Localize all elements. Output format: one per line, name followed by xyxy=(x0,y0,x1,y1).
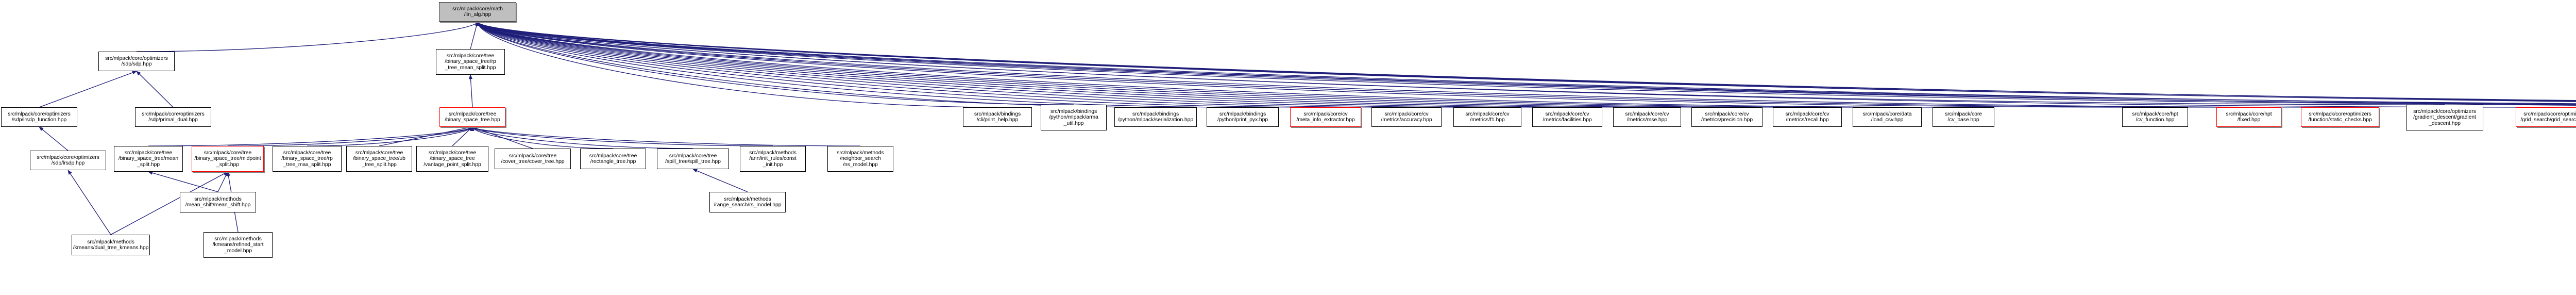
graph-node[interactable]: src/mlpack/core/cv /metrics/facilities.h… xyxy=(1532,107,1602,127)
graph-edge xyxy=(476,21,1727,108)
graph-node[interactable]: src/mlpack/core/cv /metrics/precision.hp… xyxy=(1691,107,1762,127)
graph-edge xyxy=(476,21,2555,108)
graph-node[interactable]: src/mlpack/core/hpt /fixed.hpp xyxy=(2216,107,2281,127)
graph-node[interactable]: src/mlpack/core/hpt /cv_function.hpp xyxy=(2122,107,2188,127)
graph-edge xyxy=(476,21,998,108)
graph-edge xyxy=(470,21,479,50)
graph-edge xyxy=(476,21,1488,108)
graph-node[interactable]: src/mlpack/methods /mean_shift/mean_shif… xyxy=(180,192,256,212)
graph-node[interactable]: src/mlpack/core/tree /binary_space_tree.… xyxy=(439,107,505,127)
graph-node[interactable]: src/mlpack/core/optimizers /function/sta… xyxy=(2301,107,2379,127)
graph-node[interactable]: src/mlpack/core/optimizers /gradient_des… xyxy=(2406,105,2483,130)
graph-edge xyxy=(379,126,473,146)
graph-node[interactable]: src/mlpack/bindings /python/mlpack/arma … xyxy=(1041,105,1107,130)
graph-edge xyxy=(227,126,474,146)
graph-edge xyxy=(476,21,2445,105)
graph-edge xyxy=(476,21,2576,101)
graph-edge xyxy=(476,21,1074,105)
graph-edge xyxy=(476,21,2249,108)
graph-node[interactable]: src/mlpack/core/tree /binary_space_tree/… xyxy=(273,146,342,172)
graph-node[interactable]: src/mlpack/core/cv /meta_info_extractor.… xyxy=(1290,107,1361,127)
graph-node[interactable]: src/mlpack/core/optimizers /sdp/lrsdp_fu… xyxy=(1,107,77,127)
graph-node[interactable]: src/mlpack/core/tree /binary_space_tree/… xyxy=(436,49,505,75)
graph-edge xyxy=(692,169,748,192)
graph-edge xyxy=(307,126,474,146)
graph-edge xyxy=(470,126,861,146)
graph-edge xyxy=(472,126,533,149)
graph-edge xyxy=(476,21,2341,108)
graph-edge xyxy=(476,21,2576,102)
graph-edge xyxy=(148,171,218,192)
graph-node[interactable]: src/mlpack/core/optimizers /grid_search/… xyxy=(2516,107,2576,127)
graph-edge xyxy=(148,126,474,146)
graph-edge xyxy=(476,21,2576,105)
graph-edge xyxy=(476,21,1568,108)
graph-node[interactable]: src/mlpack/core/tree /cover_tree/cover_t… xyxy=(495,149,571,169)
graph-edge xyxy=(217,171,228,192)
graph-node[interactable]: src/mlpack/methods /kmeans/refined_start… xyxy=(204,232,273,258)
graph-edge xyxy=(470,126,693,149)
graph-edge xyxy=(476,21,1648,108)
graph-node[interactable]: src/mlpack/methods /kmeans/dual_tree_kme… xyxy=(72,235,150,255)
graph-edge xyxy=(476,21,1964,108)
graph-node[interactable]: src/mlpack/core/tree /binary_space_tree/… xyxy=(346,146,412,172)
graph-edge xyxy=(67,170,111,235)
graph-node[interactable]: src/mlpack/methods /neighbor_search /ns_… xyxy=(827,146,893,172)
graph-node[interactable]: src/mlpack/core/cv /metrics/mse.hpp xyxy=(1613,107,1681,127)
graph-edge xyxy=(468,74,473,108)
graph-node[interactable]: src/mlpack/core/tree /spill_tree/spill_t… xyxy=(657,149,729,169)
graph-edge xyxy=(476,21,1243,108)
graph-node[interactable]: src/mlpack/core/optimizers /sdp/sdp.hpp xyxy=(98,52,175,71)
graph-edge xyxy=(136,21,480,52)
graph-edge xyxy=(476,21,1156,108)
graph-edge xyxy=(452,126,473,146)
graph-edge xyxy=(476,21,2576,104)
graph-node[interactable]: src/mlpack/methods /ann/init_rules/const… xyxy=(740,146,806,172)
graph-edge xyxy=(476,21,1888,108)
graph-edge xyxy=(476,21,1808,108)
graph-node[interactable]: src/mlpack/core/optimizers /sdp/primal_d… xyxy=(135,107,211,127)
graph-edge xyxy=(470,126,614,149)
graph-edge xyxy=(476,21,2576,102)
graph-edge xyxy=(39,71,137,108)
graph-edge xyxy=(470,126,773,146)
graph-edge xyxy=(39,126,69,151)
graph-edge xyxy=(136,71,174,108)
graph-node[interactable]: src/mlpack/bindings /python/print_pyx.hp… xyxy=(1207,107,1279,127)
graph-edge xyxy=(476,21,2576,105)
graph-node[interactable]: src/mlpack/core/tree /rectangle_tree.hpp xyxy=(580,149,646,169)
graph-node[interactable]: src/mlpack/core/cv /metrics/recall.hpp xyxy=(1773,107,1842,127)
graph-edge xyxy=(476,21,2576,102)
graph-node-root[interactable]: src/mlpack/core/math /lin_alg.hpp xyxy=(439,2,516,22)
graph-node[interactable]: src/mlpack/core/cv /metrics/accuracy.hpp xyxy=(1371,107,1442,127)
graph-edge xyxy=(476,21,2156,108)
graph-node[interactable]: src/mlpack/core/tree /binary_space_tree … xyxy=(416,146,488,172)
graph-edge xyxy=(476,21,2576,106)
graph-node[interactable]: src/mlpack/bindings /cli/print_help.hpp xyxy=(963,107,1032,127)
graph-edge xyxy=(476,21,1326,108)
graph-node[interactable]: src/mlpack/core/data /load_csv.hpp xyxy=(1853,107,1922,127)
graph-node[interactable]: src/mlpack/core /cv_base.hpp xyxy=(1933,107,1994,127)
graph-node[interactable]: src/mlpack/core/cv /metrics/f1.hpp xyxy=(1453,107,1521,127)
graph-node[interactable]: src/mlpack/core/optimizers /sdp/lrsdp.hp… xyxy=(30,151,106,170)
graph-edge xyxy=(476,21,1407,108)
graph-node[interactable]: src/mlpack/core/tree /binary_space_tree/… xyxy=(114,146,183,172)
graph-node[interactable]: src/mlpack/bindings /python/mlpack/seria… xyxy=(1114,107,1197,127)
graph-edge xyxy=(476,21,2576,105)
graph-node[interactable]: src/mlpack/methods /range_search/rs_mode… xyxy=(709,192,786,212)
graph-node[interactable]: src/mlpack/core/tree /binary_space_tree/… xyxy=(192,146,264,172)
